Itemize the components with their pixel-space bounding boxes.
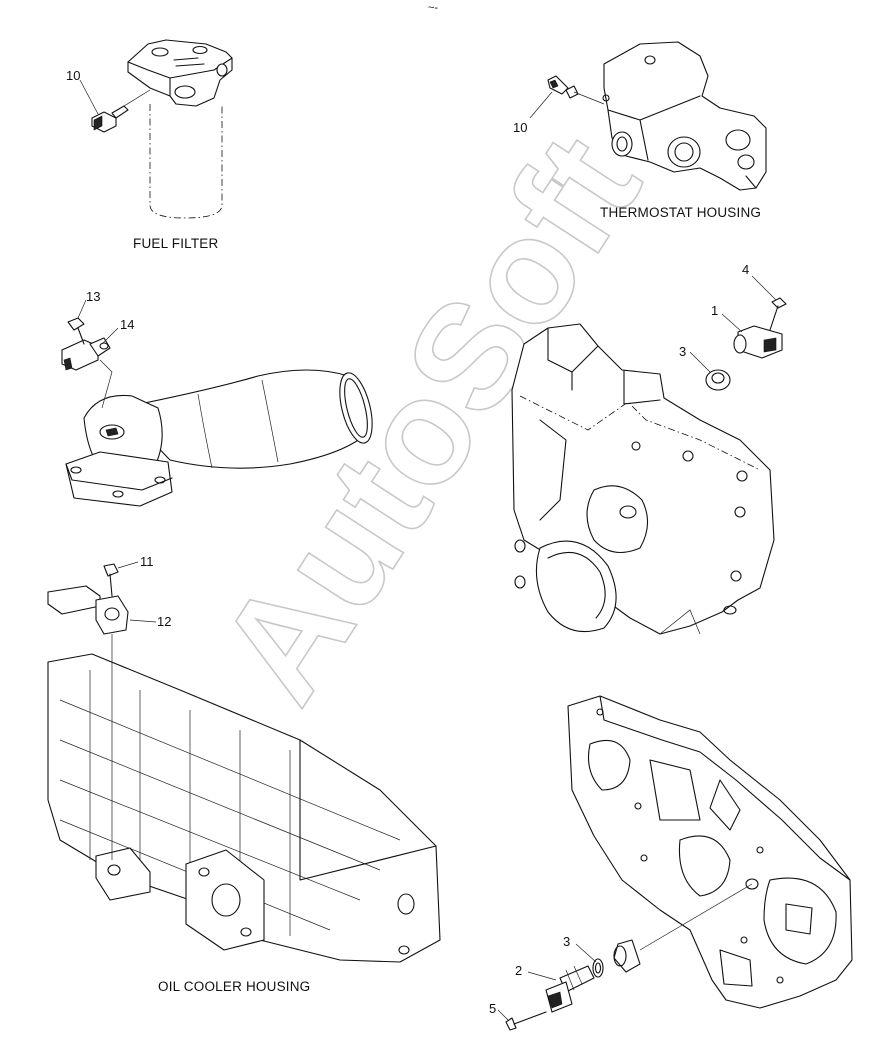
leader-bolt-11: [117, 561, 139, 569]
leader-sensor-2: [527, 971, 557, 981]
callout-fuel-sensor: 10: [66, 68, 80, 83]
callout-sensor-2: 2: [515, 963, 522, 978]
sensor-adapter: [613, 939, 641, 973]
front-cover-assembly: 4 1 3: [511, 262, 787, 635]
bolt-4: [769, 297, 787, 331]
fuel-filter-head: [127, 39, 233, 107]
bolt-13: [67, 317, 85, 345]
callout-bolt-5: 5: [489, 1001, 496, 1016]
camshaft-speed-sensor: [733, 325, 783, 359]
thermostat-housing-assembly: 10 THERMOSTAT HOUSING: [513, 41, 767, 220]
o-ring-lower: [592, 958, 604, 978]
boost-pressure-sensor: [61, 337, 113, 409]
oil-cooler-housing-caption: OIL COOLER HOUSING: [158, 979, 310, 994]
leader-thermostat-sensor: [529, 91, 553, 119]
oil-pressure-sensor: [47, 585, 129, 860]
thermostat-housing-caption: THERMOSTAT HOUSING: [600, 205, 761, 220]
fuel-filter-canister: [149, 104, 223, 219]
top-mark: ~-: [428, 2, 438, 14]
callout-sensor-1: 1: [711, 303, 718, 318]
callout-sensor-14: 14: [120, 317, 134, 332]
leader-o-ring-lower: [575, 943, 597, 963]
fuel-filter-assembly: 10 FUEL FILTER: [66, 39, 233, 251]
callout-sensor-12: 12: [157, 614, 171, 629]
bolt-11: [103, 563, 119, 597]
crankshaft-speed-sensor: [545, 965, 595, 1013]
coolant-temperature-sensor: [547, 75, 605, 105]
intake-flange: [65, 451, 173, 507]
leader-sensor-12: [129, 619, 157, 623]
callout-o-ring-lower: 3: [563, 934, 570, 949]
leader-bolt-5: [497, 1009, 509, 1021]
gear-housing-assembly: 3 2 5: [489, 695, 853, 1031]
leader-sensor-14: [101, 327, 119, 345]
leader-sensor-1: [721, 313, 743, 333]
oil-cooler-housing: [47, 653, 441, 963]
fuel-temperature-sensor: [91, 89, 151, 133]
fuel-filter-caption: FUEL FILTER: [133, 236, 219, 251]
gear-housing: [567, 695, 853, 1009]
leader-fuel-sensor: [79, 79, 99, 115]
callout-bolt-4: 4: [742, 262, 749, 277]
bolt-5: [505, 1011, 547, 1031]
callout-bolt-13: 13: [86, 289, 100, 304]
intake-elbow-assembly: 13 14: [61, 289, 373, 507]
leader-o-ring-upper: [689, 351, 711, 373]
oil-cooler-assembly: 11 12 OIL COOLER HOUSING: [47, 554, 441, 994]
leader-bolt-4: [751, 275, 777, 301]
callout-thermostat-sensor: 10: [513, 120, 527, 135]
callout-bolt-11: 11: [140, 554, 154, 569]
callout-o-ring-upper: 3: [679, 344, 686, 359]
o-ring-upper: [705, 369, 731, 391]
leader-bolt-13: [77, 299, 87, 319]
